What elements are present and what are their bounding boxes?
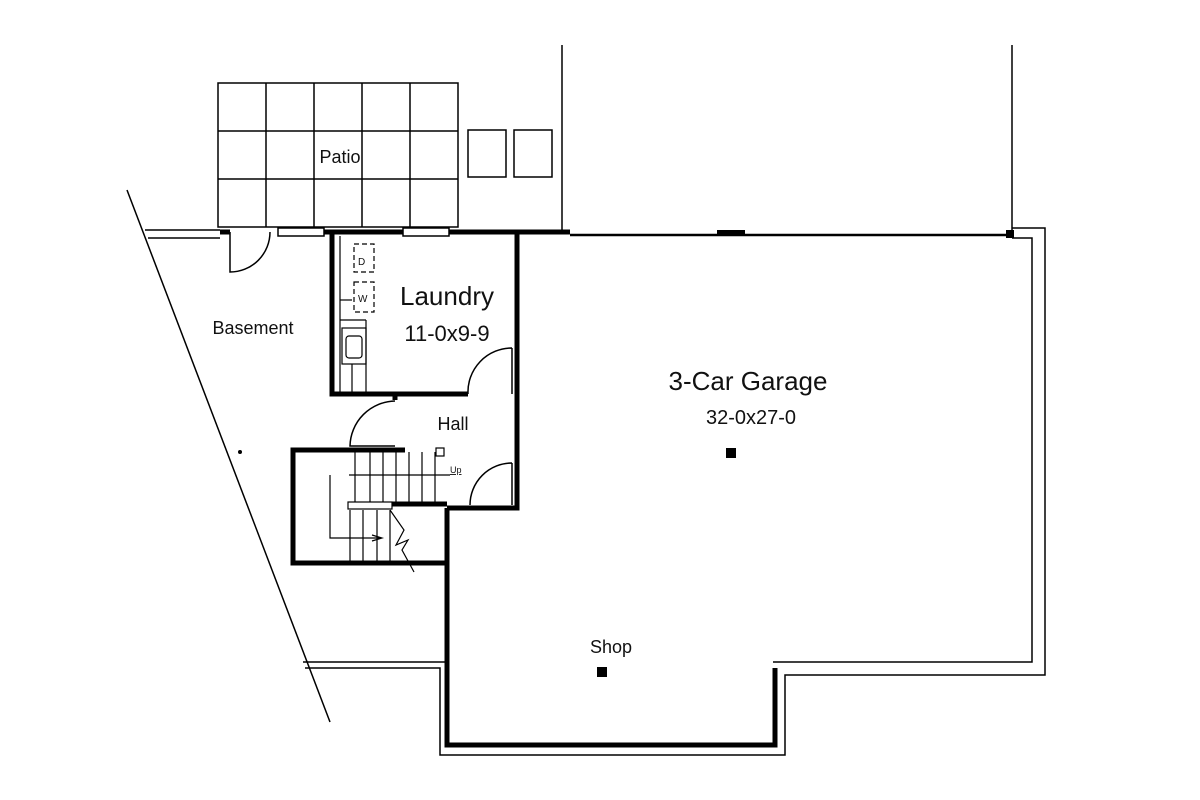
hall-door [349,400,396,447]
patio-grid [217,82,553,228]
garage-label: 3-Car Garage [669,366,828,396]
markers [238,448,736,677]
shop-post [597,667,607,677]
shop-label: Shop [590,637,632,657]
basement-post [238,450,242,454]
thin-walls [145,227,1046,756]
garage-post [726,448,736,458]
laundry-fixtures [339,236,375,392]
washer-label: W [358,294,368,305]
patio-label: Patio [319,147,360,167]
laundry-size: 11-0x9-9 [404,321,489,346]
property-lines [126,45,1013,723]
dryer-label: D [358,257,365,268]
doors [229,231,513,506]
stairs [329,447,450,573]
basement-label: Basement [212,318,293,338]
laundry-label: Laundry [400,281,494,311]
dryer-icon [353,243,375,273]
hall-label: Hall [437,414,468,434]
basement-door [229,231,271,273]
washer-icon [353,281,375,313]
garage-door [469,462,513,506]
laundry-door [467,347,513,395]
garage-size: 32-0x27-0 [706,407,796,429]
stair-up-label: Up [450,465,462,475]
thick-walls [220,229,1014,748]
basement-diagonal-wall [126,189,331,723]
